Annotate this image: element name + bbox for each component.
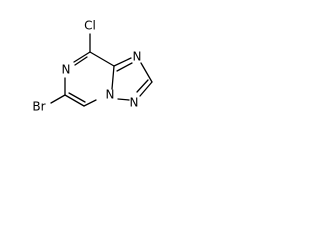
atom-label-bridgehead-n: N	[106, 88, 115, 102]
atom-labels: Cl N N N N Br	[32, 19, 141, 114]
bond-c8-n7-double	[74, 56, 88, 66]
bonds	[50, 33, 153, 107]
bond-c2-n3	[139, 81, 153, 97]
atom-label-triazole-n-top: N	[133, 50, 142, 64]
atom-label-chlorine: Cl	[84, 19, 96, 33]
bond-n3-n4	[117, 98, 130, 101]
bond-c8-c8a	[89, 51, 115, 67]
atom-label-triazole-n-bottom: N	[130, 96, 139, 110]
bond-c8a-n4	[111, 65, 115, 90]
bond-c6-br	[50, 94, 66, 104]
bond-c6-c5	[64, 94, 85, 107]
chemical-structure: Cl N N N N Br	[32, 19, 153, 114]
atom-label-pyrazine-n: N	[62, 63, 71, 77]
atom-label-bromine: Br	[32, 100, 45, 114]
bond-n1-c2	[140, 62, 153, 83]
bond-c8-n7	[73, 51, 91, 63]
bond-c2-n3-double	[136, 79, 149, 93]
bond-c5-n4	[83, 99, 97, 107]
bond-c8a-n1-double	[116, 62, 133, 72]
bond-c6-c5-double	[68, 92, 86, 103]
bond-c8a-n1	[113, 57, 132, 67]
